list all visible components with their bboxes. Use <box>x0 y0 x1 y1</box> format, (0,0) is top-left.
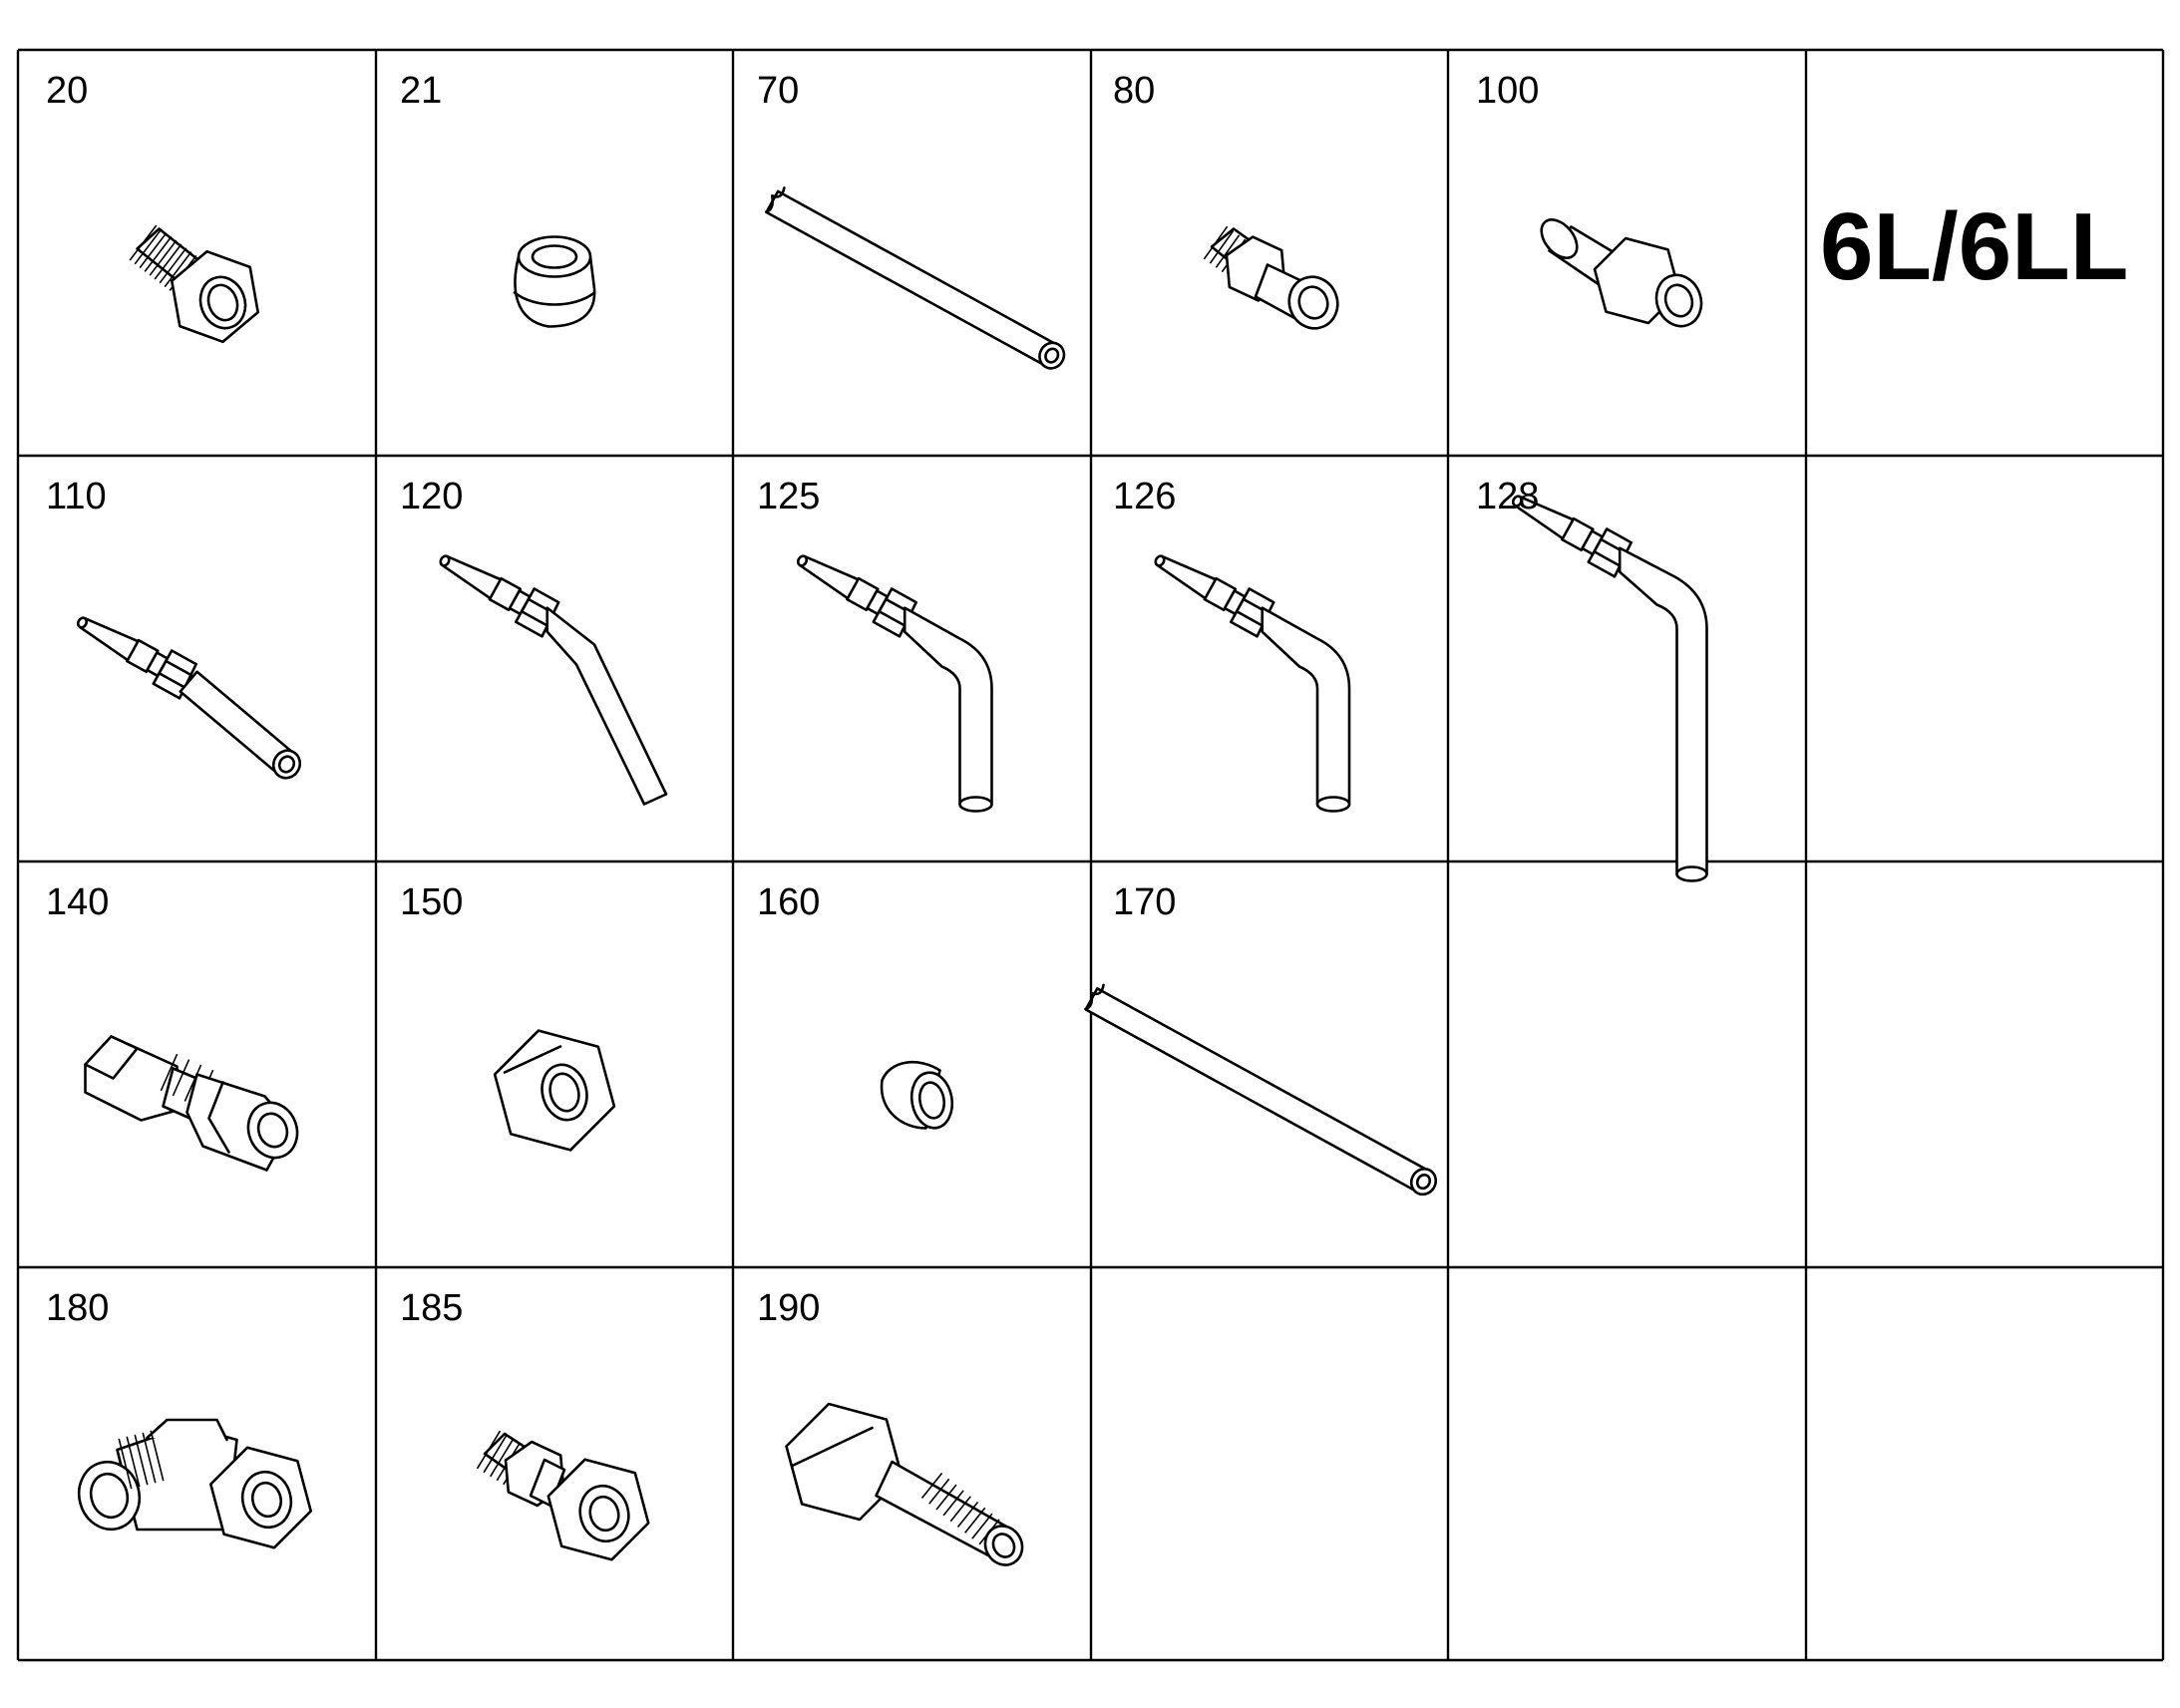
elbow-injection-line-icon <box>1154 554 1351 813</box>
straight-connector-icon <box>1203 225 1339 330</box>
part-cell: 190 <box>733 1267 1091 1660</box>
straight-pipe-icon <box>1084 983 1438 1196</box>
part-cell: 128 <box>1448 456 1806 861</box>
part-cell: 120 <box>376 456 733 861</box>
part-cell: 180 <box>18 1267 376 1660</box>
part-number: 80 <box>1113 70 1156 112</box>
part-number: 180 <box>46 1287 110 1329</box>
part-number: 126 <box>1113 476 1177 517</box>
cutting-ring-icon <box>880 1061 954 1130</box>
bulkhead-connector-icon <box>476 1430 650 1561</box>
part-number: 160 <box>757 881 821 923</box>
part-cell: 20 <box>18 50 376 456</box>
long-elbow-injection-line-icon <box>1511 495 1708 882</box>
part-number: 120 <box>400 476 464 517</box>
part-number: 170 <box>1113 881 1177 923</box>
reducing-connector-icon <box>1540 218 1703 328</box>
part-number: 140 <box>46 881 110 923</box>
part-number: 150 <box>400 881 464 923</box>
part-number: 125 <box>757 476 821 517</box>
part-cell: 140 <box>18 861 376 1267</box>
grid-lines <box>16 48 2165 1662</box>
part-number: 190 <box>757 1287 821 1329</box>
part-cell: 185 <box>376 1267 733 1660</box>
part-number: 20 <box>46 70 89 112</box>
straight-injection-line-icon <box>76 616 302 780</box>
part-number: 21 <box>400 70 443 112</box>
part-cell: 21 <box>376 50 733 456</box>
straight-pipe-icon <box>765 186 1066 370</box>
part-cell: 70 <box>733 50 1091 456</box>
elbow-injection-line-icon <box>796 554 993 813</box>
part-cell: 150 <box>376 861 733 1267</box>
compression-ring-icon <box>513 235 596 328</box>
hollow-screw-icon <box>785 1402 1024 1566</box>
threaded-plug-icon <box>129 224 260 344</box>
part-number: 70 <box>757 70 800 112</box>
part-number: 185 <box>400 1287 464 1329</box>
part-cell: 100 <box>1448 50 1806 456</box>
bent-injection-line-icon <box>439 554 668 806</box>
part-cell: 110 <box>18 456 376 861</box>
variant-label: 6L/6LL <box>1820 193 2129 300</box>
part-cell: 170 <box>1091 861 1448 1267</box>
part-number: 110 <box>46 476 107 517</box>
part-number: 100 <box>1476 70 1540 112</box>
part-number: 128 <box>1476 476 1540 517</box>
union-connector-icon <box>84 1035 299 1172</box>
part-cell: 126 <box>1091 456 1448 861</box>
union-nut-icon <box>493 1029 616 1152</box>
part-cell: 160 <box>733 861 1091 1267</box>
part-cell: 80 <box>1091 50 1448 456</box>
part-cell: 125 <box>733 456 1091 861</box>
elbow-connector-icon <box>77 1418 313 1549</box>
